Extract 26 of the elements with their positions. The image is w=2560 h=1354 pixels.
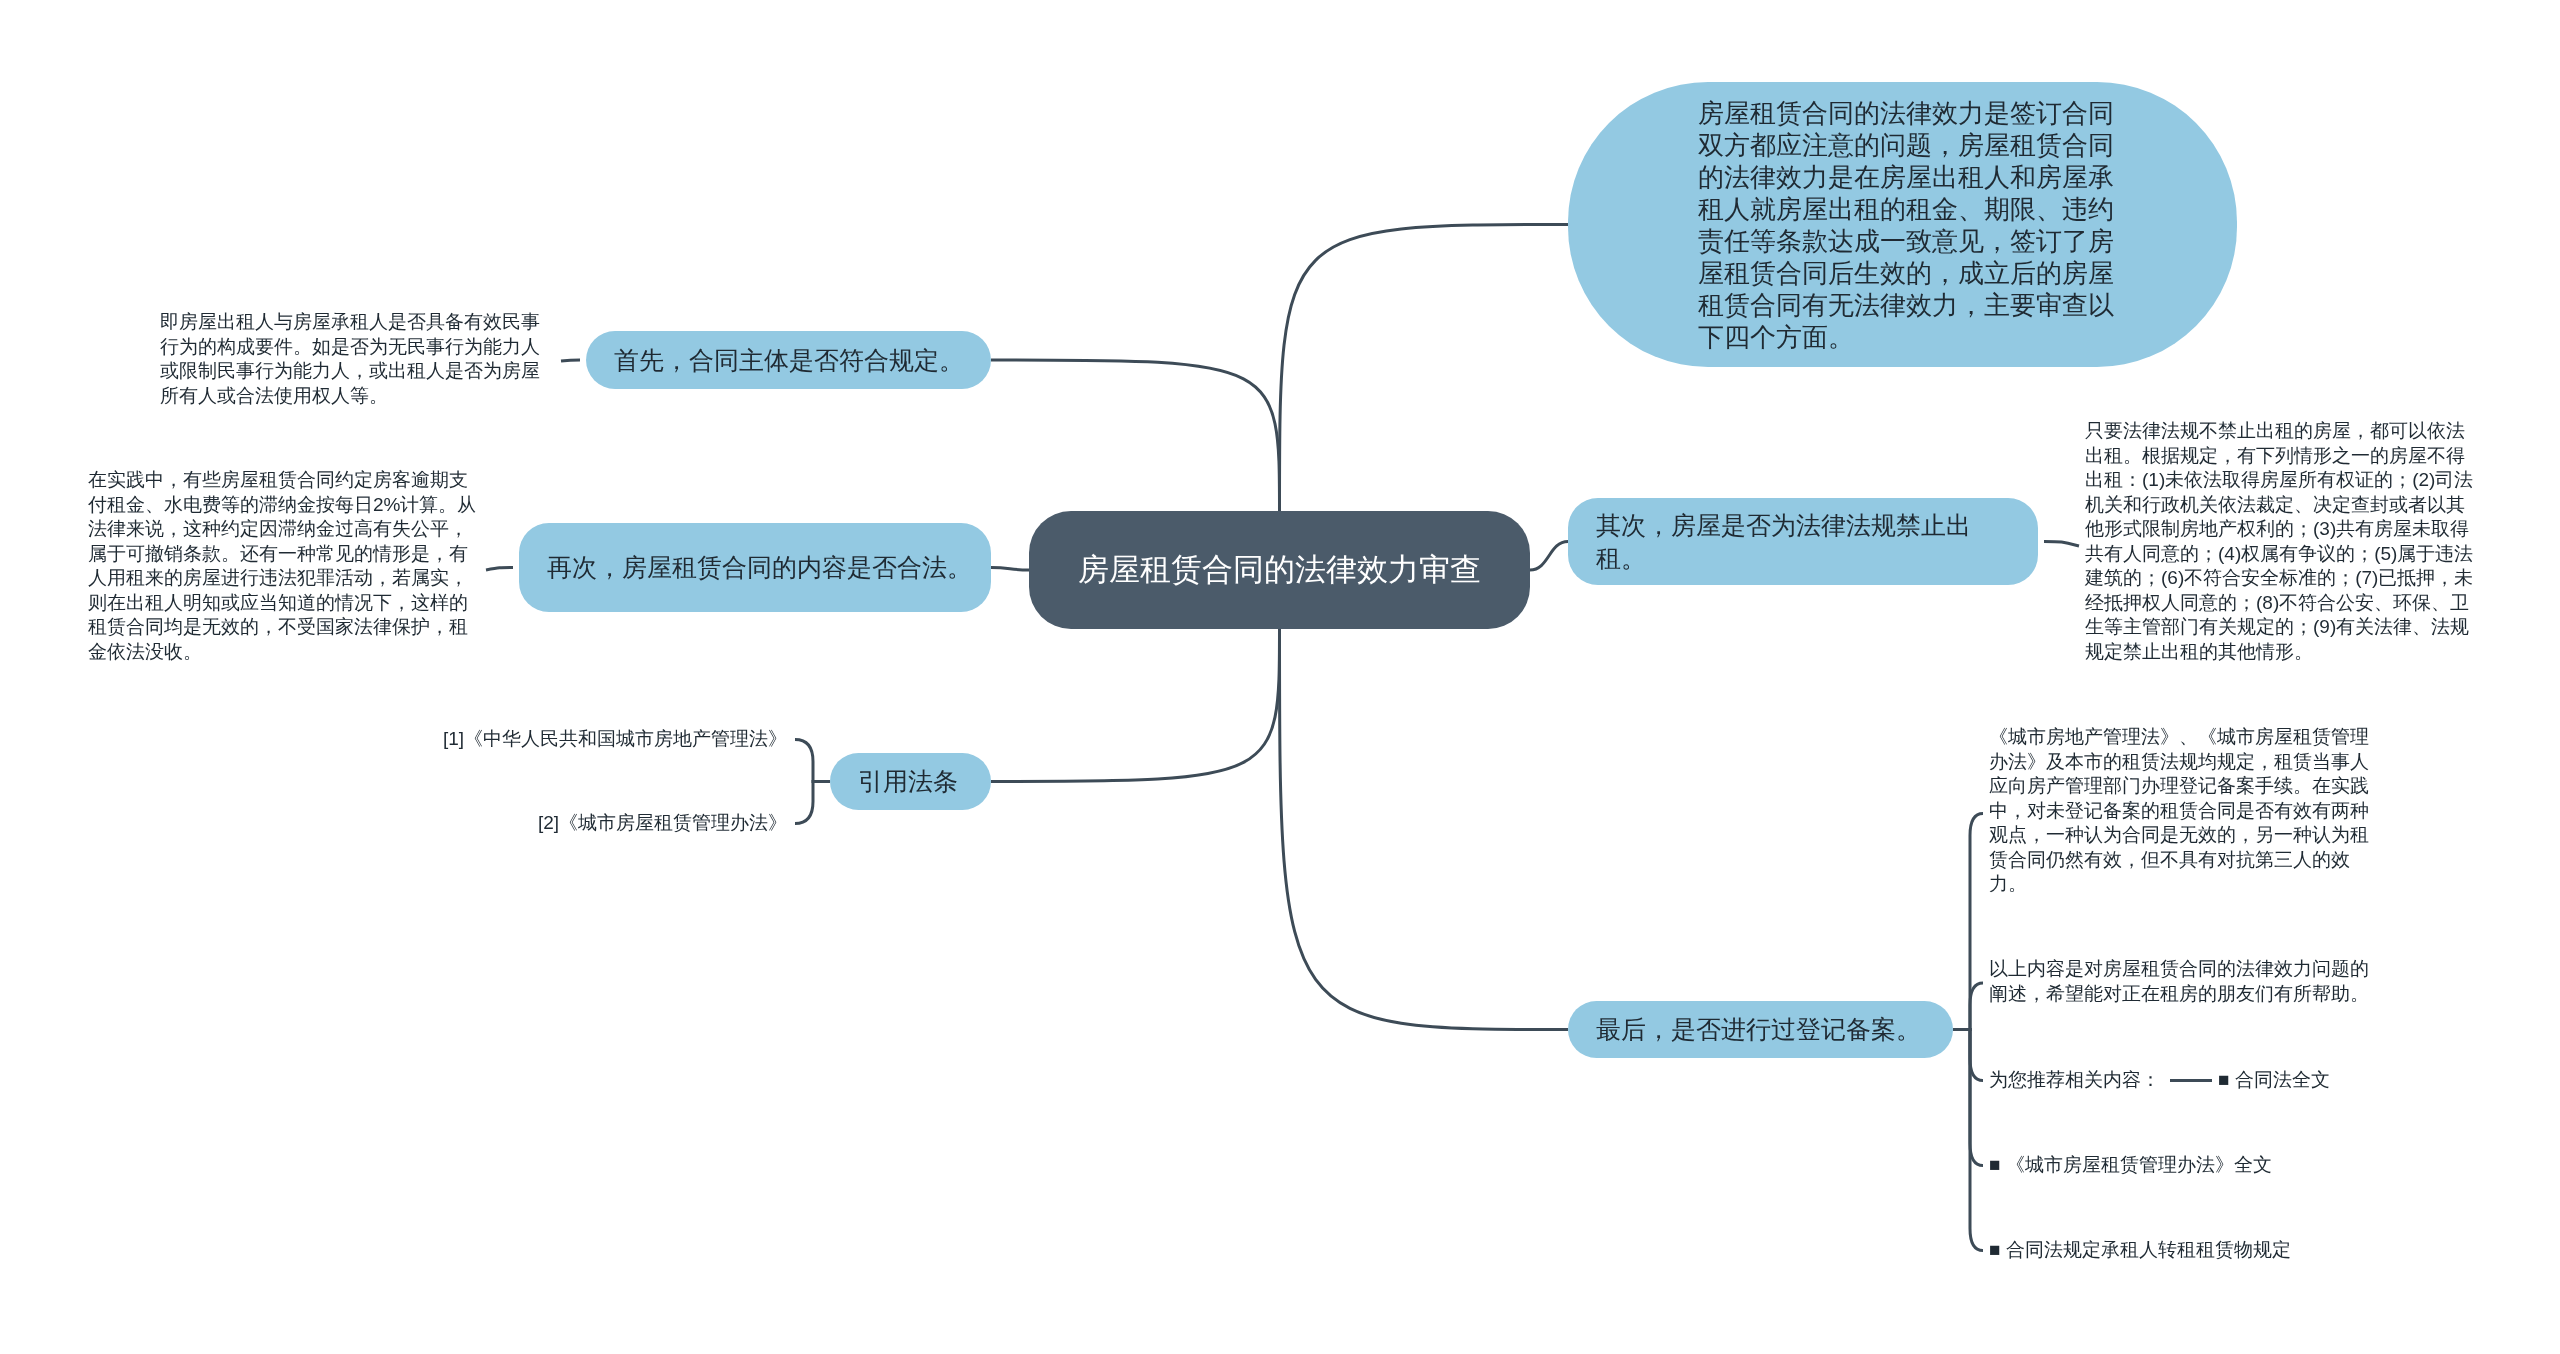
connector-line	[991, 358, 1281, 511]
note-text: ■ 合同法全文	[2218, 1068, 2378, 1093]
connector-line	[991, 566, 1029, 572]
connector-line	[485, 566, 513, 572]
connector-line	[2170, 1079, 2212, 1082]
note-text: [1]《中华人民共和国城市房地产管理法》	[420, 727, 787, 752]
topic-bubble: 再次，房屋租赁合同的内容是否合法。	[519, 523, 991, 612]
connector-line	[560, 358, 580, 363]
topic-bubble: 首先，合同主体是否符合规定。	[586, 331, 991, 389]
note-text: 即房屋出租人与房屋承租人是否具备有效民事行为的构成要件。如是否为无民事行为能力人或限制民事行为能力人，或出租人是否为房屋所有人或合法使用权人等。	[160, 310, 555, 412]
note-text: 在实践中，有些房屋租赁合同约定房客逾期支付租金、水电费等的滞纳金按每日2%计算。从法律来说，这种约定因滞纳金过高有失公平，属于可撤销条款。还有一种常见的情形是，有人用租来的房屋进行违法犯罪活动，若属实，则在出租人明知或应当知道的情况下，这样的租赁合同均是无效的，不受国家法律保护，租金依法没收。	[88, 468, 480, 672]
note-text: 只要法律法规不禁止出租的房屋，都可以依法出租。根据规定，有下列情形之一的房屋不得出租：(1)未依法取得房屋所有权证的；(2)司法机关和行政机关依法裁定、决定查封或者以其他形式限制房地产权利的；(3)共有房屋未取得共有人同意的；(4)权属有争议的；(5)属于违法建筑的；(6)不符合安全标准的；(7)已抵押，未经抵押权人同意的；(8)不符合公安、环保、卫生等主管部门有关规定的；(9)有关法律、法规规定禁止出租的其他情形。	[2085, 419, 2477, 673]
connector-line	[1529, 540, 1569, 572]
note-text: ■ 合同法规定承租人转租租赁物规定	[1989, 1238, 2319, 1263]
connector-line	[794, 780, 830, 825]
topic-bubble: 引用法条	[830, 753, 991, 810]
note-text: [2]《城市房屋租赁管理办法》	[500, 811, 787, 836]
topic-bubble: 其次，房屋是否为法律法规禁止出租。	[1568, 498, 2038, 585]
topic-bubble: 最后，是否进行过登记备案。	[1568, 1001, 1953, 1058]
note-text: 为您推荐相关内容：	[1989, 1068, 2164, 1093]
central-topic: 房屋租赁合同的法律效力审查	[1029, 511, 1530, 629]
note-text: 《城市房地产管理法》、《城市房屋租赁管理办法》及本市的租赁法规均规定，租赁当事人应向房产管理部门办理登记备案手续。在实践中，对未登记备案的租赁合同是否有效有两种观点，一种认为合同是无效的，另一种认为租赁合同仍然有效，但不具有对抗第三人的效力。	[1989, 725, 2381, 902]
note-text: 以上内容是对房屋租赁合同的法律效力问题的阐述，希望能对正在租房的朋友们有所帮助。	[1989, 957, 2381, 1009]
topic-bubble: 房屋租赁合同的法律效力是签订合同双方都应注意的问题，房屋租赁合同的法律效力是在房屋出租人和房屋承租人就房屋出租的租金、期限、违约责任等条款达成一致意见，签订了房屋租赁合同后生效的，成立后的房屋租赁合同有无法律效力，主要审查以下四个方面。	[1568, 82, 2237, 367]
connector-line	[2044, 540, 2080, 548]
note-text: ■ 《城市房屋租赁管理办法》全文	[1989, 1153, 2349, 1178]
